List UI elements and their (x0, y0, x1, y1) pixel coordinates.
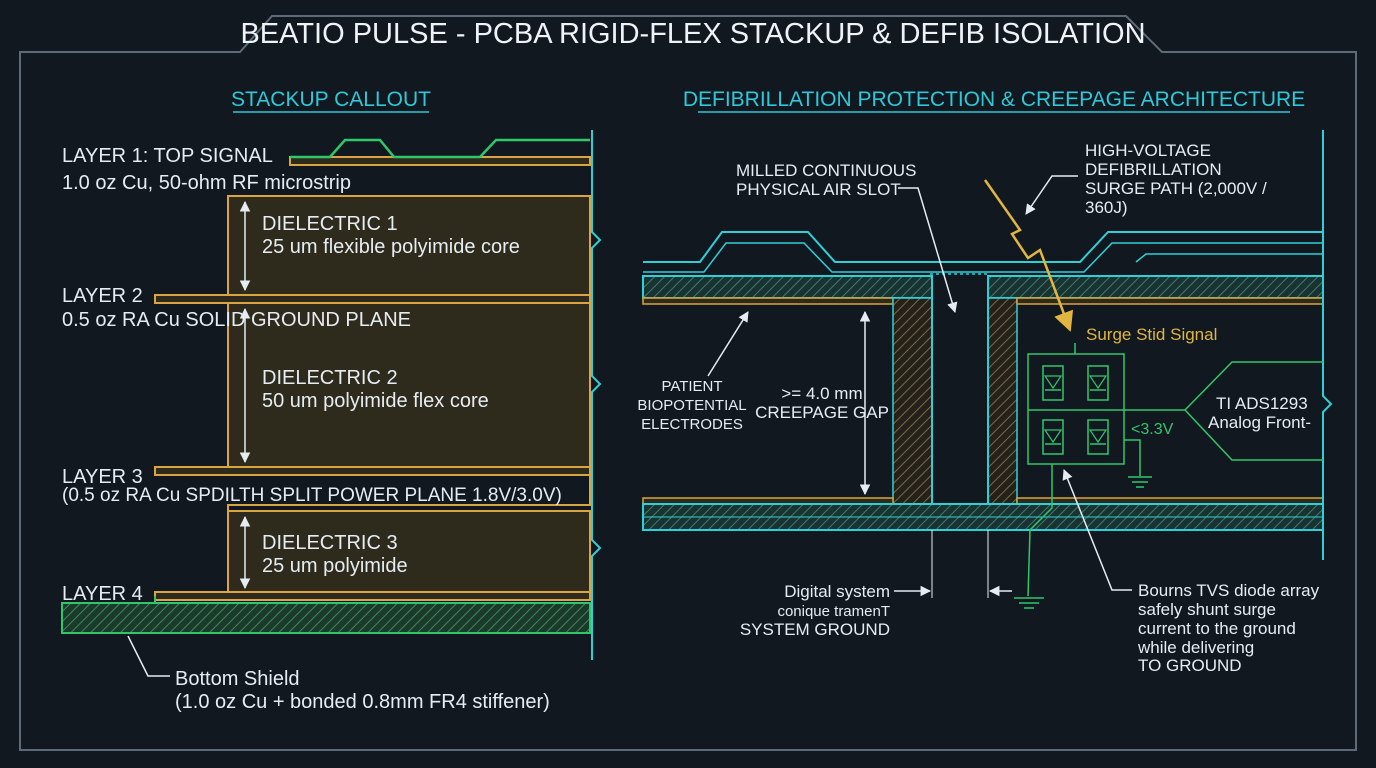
slot-label-line-1: MILLED CONTINUOUS (736, 161, 916, 180)
tvs-diode-icon (1042, 365, 1064, 401)
ground-icon (1014, 597, 1044, 609)
electrodes-line-3: ELECTRODES (641, 416, 743, 433)
tvs-diode-icon (1087, 365, 1109, 401)
afe-line-2: Analog Front- (1208, 413, 1311, 432)
layer-2-detail: 0.5 oz RA Cu SOLID GROUND PLANE (62, 309, 411, 331)
defib-top-trace (643, 231, 1322, 263)
layer-2-name: LAYER 2 (62, 285, 143, 307)
dielectric-3-name: DIELECTRIC 3 (262, 532, 398, 554)
tvs-diode-array (1027, 343, 1185, 496)
right-top-band (987, 275, 1324, 299)
digital-ground-line-1: Digital system (784, 582, 890, 601)
clamp-voltage-label: <3.3V (1131, 421, 1174, 438)
tvs-line-2: safely shunt surge (1138, 600, 1276, 619)
afe-line-1: TI ADS1293 (1216, 394, 1308, 413)
surge-label-line-3: SURGE PATH (2,000V / (1085, 179, 1267, 198)
creepage-line-2: CREEPAGE GAP (755, 403, 889, 422)
layer-2-copper (154, 294, 591, 304)
bottom-shield-name: Bottom Shield (175, 668, 300, 690)
digital-ground-line-2: conique tramenT (777, 603, 890, 620)
dielectric-1-name: DIELECTRIC 1 (262, 213, 398, 235)
defib-top-trace-2 (643, 242, 1322, 273)
tvs-line-1: Bourns TVS diode array (1138, 581, 1320, 600)
bottom-shield-leader (127, 635, 170, 677)
right-post (987, 297, 1018, 505)
defib-heading: DEFIBRILLATION PROTECTION & CREEPAGE ARC… (683, 88, 1305, 111)
bottom-shield-detail: (1.0 oz Cu + bonded 0.8mm FR4 stiffener) (175, 691, 550, 713)
left-top-band (642, 275, 933, 299)
left-post (892, 297, 933, 505)
dielectric-1-detail: 25 um flexible polyimide core (262, 236, 520, 258)
electrodes-line-1: PATIENT (661, 378, 722, 395)
ground-icon (1128, 476, 1152, 488)
stackup-edge-line (591, 130, 602, 660)
dielectric-3-detail: 25 um polyimide (262, 555, 408, 577)
afe-block (1184, 361, 1323, 461)
defib-edge-line (1322, 130, 1333, 560)
layer-4-copper (154, 591, 591, 601)
surge-label-line-2: DEFIBRILLATION (1085, 160, 1222, 179)
tvs-line-5: TO GROUND (1138, 656, 1242, 675)
electrodes-line-2: BIOPOTENTIAL (637, 397, 746, 414)
dielectric-2-name: DIELECTRIC 2 (262, 367, 398, 389)
layer-3-split (155, 474, 591, 511)
layer-4-name: LAYER 4 (62, 583, 143, 605)
stackup-heading: STACKUP CALLOUT (231, 88, 431, 111)
defib-top-trace-3 (1135, 253, 1322, 263)
right-copper-strip (1016, 297, 1324, 305)
tvs-leader (1062, 469, 1132, 591)
layer-3-name: LAYER 3 (62, 466, 143, 488)
layer-3-detail: (0.5 oz RA Cu SPDILTH SPLIT POWER PLANE … (62, 485, 562, 506)
dielectric-1-block (227, 195, 591, 296)
layer-1-name: LAYER 1: TOP SIGNAL (62, 145, 273, 167)
creepage-line-1: >= 4.0 mm (781, 384, 862, 403)
surge-label-line-4: 360J) (1085, 198, 1128, 217)
frame (19, 15, 1357, 751)
dielectric-3-block (227, 510, 591, 593)
surge-label-leader (1025, 175, 1078, 215)
layer-3-copper (154, 466, 591, 476)
digital-ground-line-3: SYSTEM GROUND (740, 620, 890, 639)
dielectric-2-detail: 50 um polyimide flex core (262, 390, 489, 412)
layer-1-detail: 1.0 oz Cu, 50-ohm RF microstrip (62, 172, 351, 194)
slot-label-line-2: PHYSICAL AIR SLOT (736, 180, 901, 199)
tvs-diode-icon (1042, 419, 1064, 455)
tvs-line-4: while delivering (1137, 638, 1254, 657)
left-copper-strip (642, 297, 894, 305)
tvs-diode-icon (1087, 419, 1109, 455)
slot-label-leader (898, 187, 958, 314)
system-ground-trace (1027, 496, 1053, 597)
surge-bolt-icon (983, 179, 1074, 332)
surge-signal-label: Surge Stid Signal (1086, 325, 1217, 344)
surge-label-line-1: HIGH-VOLTAGE (1085, 141, 1211, 160)
page-title: BEATIO PULSE - PCBA RIGID-FLEX STACKUP &… (240, 18, 1145, 50)
bottom-shield-block (61, 602, 591, 634)
electrodes-leader (707, 311, 749, 377)
layer-1-trace (290, 138, 590, 159)
tvs-line-3: current to the ground (1138, 619, 1296, 638)
